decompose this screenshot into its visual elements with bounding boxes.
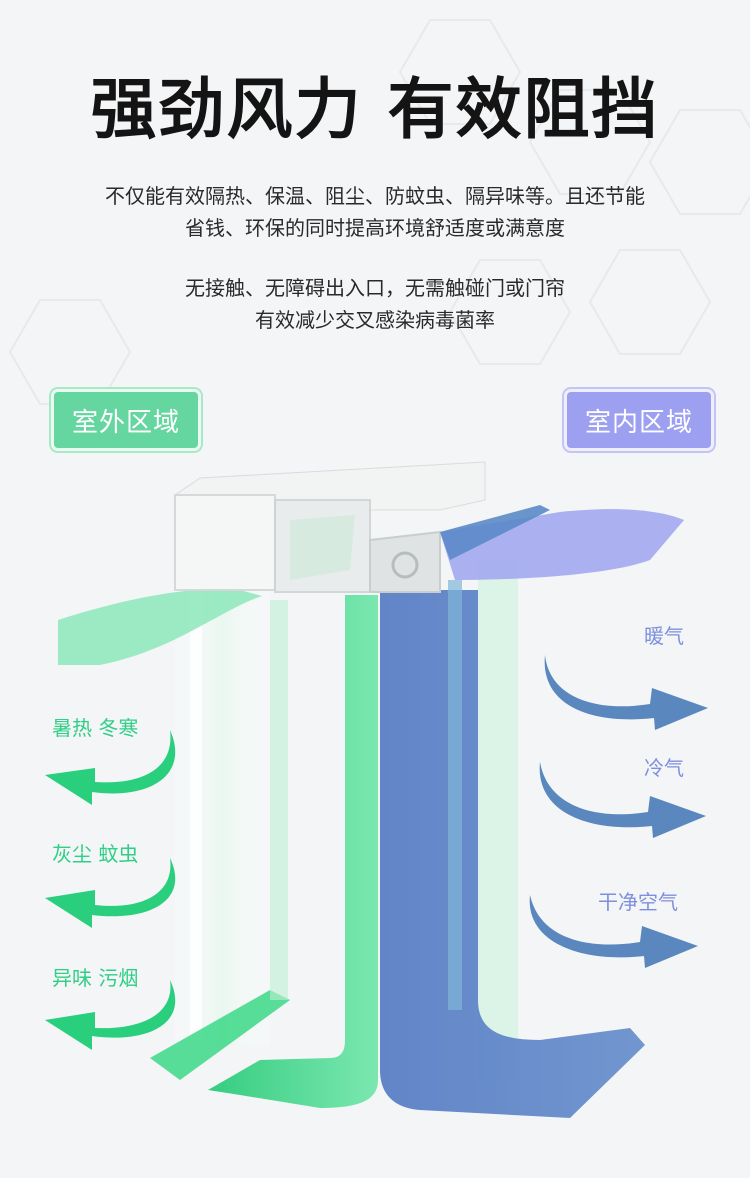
outdoor-zone-badge: 室外区域: [54, 392, 198, 448]
outdoor-label-heat-cold: 暑热 冬寒: [52, 716, 139, 740]
description-line: 省钱、环保的同时提高环境舒适度或满意度: [185, 216, 565, 240]
description-line: 无接触、无障碍出入口，无需触碰门或门帘: [185, 276, 565, 300]
outdoor-label-dust-insects: 灰尘 蚊虫: [52, 842, 139, 866]
description-line: 有效减少交叉感染病毒菌率: [255, 308, 495, 332]
description-paragraph-1: 不仅能有效隔热、保温、阻尘、防蚊虫、隔异味等。且还节能 省钱、环保的同时提高环境…: [0, 180, 750, 244]
outdoor-label-odor-smoke: 异味 污烟: [52, 966, 139, 990]
indoor-zone-badge: 室内区域: [567, 392, 711, 448]
outdoor-arrows: [45, 730, 176, 1050]
page-title: 强劲风力 有效阻挡: [90, 71, 660, 148]
description-line: 不仅能有效隔热、保温、阻尘、防蚊虫、隔异味等。且还节能: [105, 184, 645, 208]
air-curtain-unit: [173, 461, 550, 593]
green-air-stream: [208, 595, 378, 1108]
blue-air-stream: [380, 590, 645, 1118]
indoor-label-heating: 暖气: [644, 624, 684, 648]
indoor-arrows: [529, 655, 708, 968]
indoor-label-clean-air: 干净空气: [598, 890, 678, 914]
indoor-label-cooling: 冷气: [644, 756, 684, 780]
air-curtain-illustration: [45, 461, 708, 1118]
outdoor-top-flow: [58, 589, 262, 665]
wall-panels: [175, 560, 518, 1080]
description-paragraph-2: 无接触、无障碍出入口，无需触碰门或门帘 有效减少交叉感染病毒菌率: [0, 272, 750, 336]
